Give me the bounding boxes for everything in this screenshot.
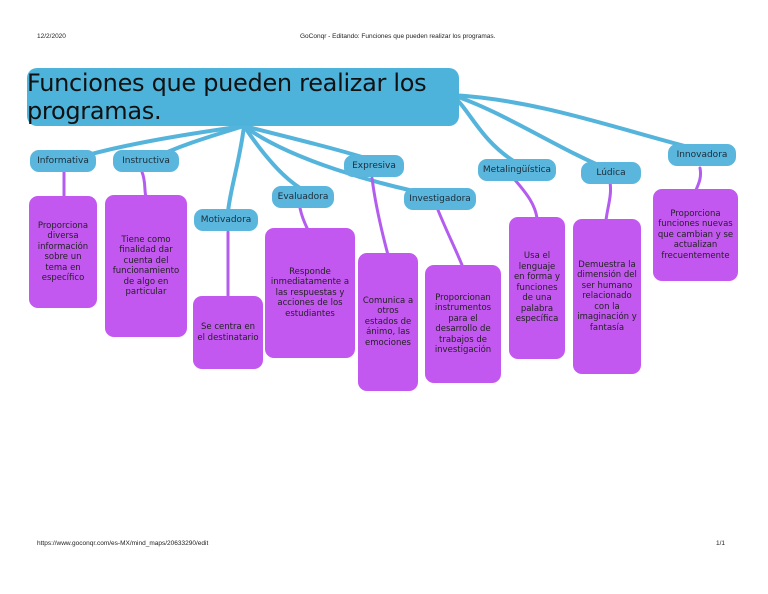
branch-label-expresiva[interactable]: Expresiva xyxy=(344,155,404,177)
branch-label-informativa[interactable]: Informativa xyxy=(30,150,96,172)
branch-description-metalinguistica[interactable]: Usa el lenguaje en forma y funciones de … xyxy=(509,217,565,359)
branch-label-evaluadora[interactable]: Evaluadora xyxy=(272,186,334,208)
branch-label-investigadora[interactable]: Investigadora xyxy=(404,188,476,210)
mindmap-title-node[interactable]: Funciones que pueden realizar los progra… xyxy=(27,68,459,126)
branch-description-instructiva[interactable]: Tiene como finalidad dar cuenta del func… xyxy=(105,195,187,337)
branch-description-innovadora[interactable]: Proporciona funciones nuevas que cambian… xyxy=(653,189,738,281)
branch-label-instructiva[interactable]: Instructiva xyxy=(113,150,179,172)
branch-label-motivadora[interactable]: Motivadora xyxy=(194,209,258,231)
branch-description-expresiva[interactable]: Comunica a otros estados de ánimo, las e… xyxy=(358,253,418,391)
branch-label-ludica[interactable]: Lúdica xyxy=(581,162,641,184)
branch-label-innovadora[interactable]: Innovadora xyxy=(668,144,736,166)
branch-description-evaluadora[interactable]: Responde inmediatamente a las respuestas… xyxy=(265,228,355,358)
branch-description-informativa[interactable]: Proporciona diversa información sobre un… xyxy=(29,196,97,308)
branch-label-metalinguistica[interactable]: Metalingüística xyxy=(478,159,556,181)
print-page-title: GoConqr - Editando: Funciones que pueden… xyxy=(300,33,496,40)
print-date: 12/2/2020 xyxy=(37,33,66,40)
branch-description-motivadora[interactable]: Se centra en el destinatario xyxy=(193,296,263,369)
print-page-number: 1/1 xyxy=(716,540,726,547)
print-url: https://www.goconqr.com/es-MX/mind_maps/… xyxy=(37,540,209,547)
branch-description-ludica[interactable]: Demuestra la dimensión del ser humano re… xyxy=(573,219,641,374)
branch-description-investigadora[interactable]: Proporcionan instrumentos para el desarr… xyxy=(425,265,501,383)
